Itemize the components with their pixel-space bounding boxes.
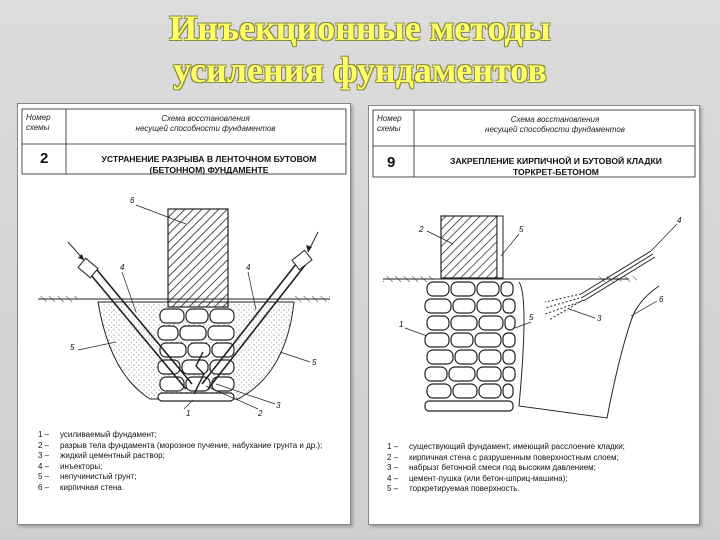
- legend-item: 2 –кирпичная стена с разрушенным поверхн…: [387, 452, 619, 462]
- label-5-bottom: 5: [529, 313, 534, 322]
- label-1: 1: [399, 320, 403, 329]
- legend-item: 6 –кирпичная стена.: [38, 482, 124, 492]
- scheme-sheet-2: 6 4 4 5 5 1 2 3 Номер схемы Схема восста…: [17, 103, 351, 525]
- label-6: 6: [659, 295, 664, 304]
- label-1: 1: [186, 409, 190, 418]
- legend-item: 5 –торкретируемая поверхность.: [387, 484, 520, 494]
- label-5-top: 5: [519, 225, 524, 234]
- legend-item: 2 –разрыв тела фундамента (морозное пуче…: [38, 440, 323, 450]
- header-number-label: Номер схемы: [26, 113, 51, 132]
- legend-item: 3 –жидкий цементный раствор;: [38, 451, 165, 461]
- label-2: 2: [418, 225, 424, 234]
- legend: 1 –усиливаемый фундамент; 2 –разрыв тела…: [38, 430, 338, 494]
- label-3: 3: [597, 314, 602, 323]
- slide-title-line1: Инъекционные методы: [169, 8, 551, 48]
- label-5-left: 5: [70, 343, 75, 352]
- scheme-sheet-9: 2 5 4 6 1 5 3 Номер схемы Схема восстано…: [368, 105, 700, 525]
- header-number-label: Номер схемы: [377, 114, 402, 133]
- scheme-number: 2: [40, 150, 49, 167]
- legend-item: 1 –усиливаемый фундамент;: [38, 430, 157, 439]
- scheme-2-drawing: 6 4 4 5 5 1 2 3: [21, 108, 347, 418]
- label-5-right: 5: [312, 358, 317, 367]
- legend-item: 4 –инъекторы;: [38, 461, 103, 471]
- header-scheme-label: Схема восстановления несущей способности…: [135, 114, 276, 133]
- scheme-number: 9: [387, 154, 396, 171]
- label-2: 2: [257, 409, 263, 418]
- legend-item: 4 –цемент-пушка (или бетон-шприц-машина)…: [387, 473, 568, 483]
- label-4-left: 4: [120, 263, 125, 272]
- scheme-9-drawing: 2 5 4 6 1 5 3: [372, 109, 696, 419]
- header-scheme-label: Схема восстановления несущей способности…: [485, 115, 625, 134]
- legend: 1 –существующий фундамент, имеющий рассл…: [387, 442, 692, 495]
- legend-item: 1 –существующий фундамент, имеющий рассл…: [387, 442, 625, 451]
- slide-title-line2: усиления фундаментов: [173, 50, 547, 90]
- label-4: 4: [677, 216, 682, 225]
- legend-item: 5 –непучинистый грунт;: [38, 472, 137, 482]
- legend-item: 3 –набрызг бетонной смеси под высоким да…: [387, 463, 596, 473]
- scheme-subtitle: УСТРАНЕНИЕ РАЗРЫВА В ЛЕНТОЧНОМ БУТОВОМ (…: [101, 154, 317, 175]
- scheme-subtitle: ЗАКРЕПЛЕНИЕ КИРПИЧНОЙ И БУТОВОЙ КЛАДКИ Т…: [450, 156, 662, 177]
- label-3: 3: [276, 401, 281, 410]
- label-4-right: 4: [246, 263, 251, 272]
- label-6: 6: [130, 196, 135, 205]
